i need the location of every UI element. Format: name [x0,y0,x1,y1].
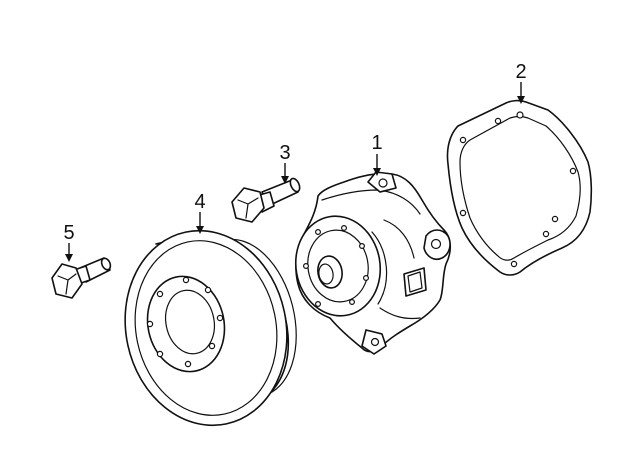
callout-leaders [65,82,525,262]
gasket-bolt-hole [542,230,550,238]
hub-bolt-hole [315,229,322,236]
callout-number-2[interactable]: 2 [515,61,526,83]
hub-bolt-hole [341,225,348,232]
leader-arrow-5 [65,254,73,262]
pump-bolt-hole [430,238,442,250]
leader-arrow-2 [517,96,525,104]
pump-bolt[interactable] [231,177,302,223]
gasket-bolt-hole [569,167,577,175]
hub-bolt-hole [349,299,356,306]
pulley-bolt-hole [156,290,164,298]
callout-number-5[interactable]: 5 [63,222,74,244]
pulley-bolt-hole [204,286,212,294]
callout-number-1[interactable]: 1 [371,132,382,154]
pulley-bolt-hole [156,350,164,358]
hub-bolt-hole [315,301,322,308]
pulley-bolt-hole [216,314,224,322]
gasket-bolt-hole [459,136,467,144]
callout-number-4[interactable]: 4 [194,191,205,213]
leader-arrow-4 [196,226,204,234]
pulley[interactable] [107,216,311,441]
hub-bolt-hole [363,275,370,282]
pulley-bolt-hole [182,276,190,284]
pump-bolt-hole [378,178,388,188]
pulley-bolt-hole [146,320,154,328]
pulley-bolt-hole [184,360,192,368]
water-pump[interactable] [288,171,452,355]
leader-arrow-1 [373,168,381,176]
hub-bolt-hole [359,243,366,250]
pump-bolt-hole [370,337,380,347]
gasket-bolt-hole [516,111,524,119]
gasket-bolt-hole [510,260,518,268]
gasket-bolt-hole [459,209,467,217]
gasket-bolt-hole [551,215,559,223]
gasket[interactable] [446,99,593,276]
hub-bolt-hole [303,263,310,270]
callout-number-3[interactable]: 3 [279,142,290,164]
pulley-bolt-hole [208,342,216,350]
leader-arrow-3 [281,176,289,184]
pulley-bolt[interactable] [51,257,112,299]
gasket-bolt-hole [494,117,502,125]
